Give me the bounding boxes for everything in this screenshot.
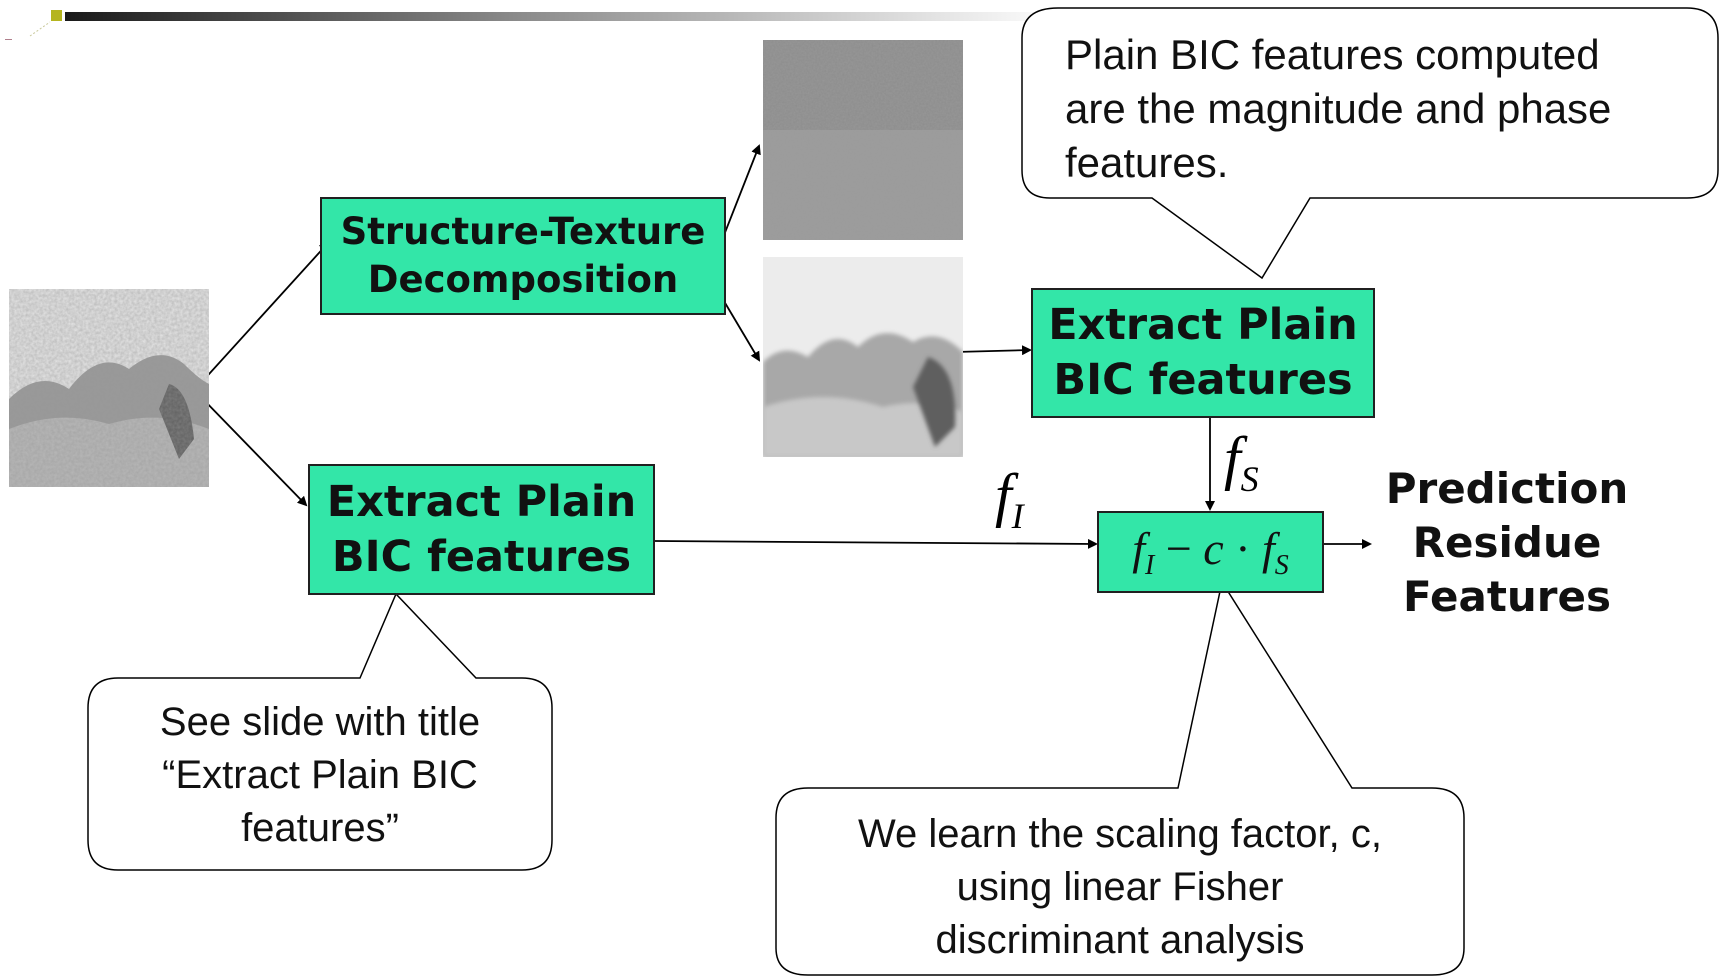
prediction-residue-formula-box: fI − c · fS	[1097, 511, 1324, 593]
callout-bottom-bubble	[775, 580, 1465, 976]
formula-f2: f	[1262, 522, 1275, 574]
extract-box-bottom-label: Extract Plain BIC features	[326, 476, 637, 582]
callout-top-bubble	[1021, 7, 1719, 280]
extract-box-top-label: Extract Plain BIC features	[1048, 300, 1358, 405]
label-f-s-sub: S	[1240, 459, 1259, 499]
callout-left-text: See slide with title “Extract Plain BIC …	[159, 700, 481, 850]
label-f-s-base: f	[1224, 425, 1241, 491]
arrow-input-to-decomposition	[199, 241, 330, 385]
arrow-structure-to-extract-top	[954, 345, 1032, 356]
structure-texture-decomposition-box: Structure-Texture Decomposition	[320, 197, 726, 315]
decomposition-box-label: Structure-Texture Decomposition	[340, 210, 706, 301]
callout-left-bubble	[87, 592, 553, 871]
extract-plain-bic-box-top: Extract Plain BIC features	[1031, 288, 1375, 418]
callout-top-text: Plain BIC features computed are the magn…	[1065, 31, 1612, 186]
formula-f1: f	[1132, 522, 1145, 574]
formula-sub-i: I	[1144, 550, 1155, 582]
structure-component-image	[763, 257, 963, 457]
arrow-input-to-extract-bottom	[199, 395, 308, 507]
formula-c: c	[1203, 522, 1224, 574]
formula-sub-s: S	[1274, 550, 1289, 582]
arrow-extract-bottom-to-formula	[654, 538, 1098, 549]
formula-dot: ·	[1235, 522, 1251, 574]
formula-minus: −	[1165, 522, 1192, 574]
input-forest-image	[9, 289, 209, 487]
slide-title-bar	[5, 10, 1065, 40]
prediction-residue-features-label: Prediction Residue Features	[1385, 464, 1629, 621]
pink-bullet-square	[5, 39, 12, 40]
label-f-i-sub: I	[1011, 496, 1024, 536]
callout-bottom-text: We learn the scaling factor, c, using li…	[858, 812, 1382, 962]
label-f-s: fS	[1224, 428, 1259, 509]
extract-plain-bic-box-bottom: Extract Plain BIC features	[308, 464, 655, 595]
label-f-i-base: f	[995, 462, 1012, 528]
yellow-bullet-square	[51, 10, 62, 21]
label-f-i: fI	[995, 465, 1024, 546]
texture-component-image	[763, 40, 963, 240]
